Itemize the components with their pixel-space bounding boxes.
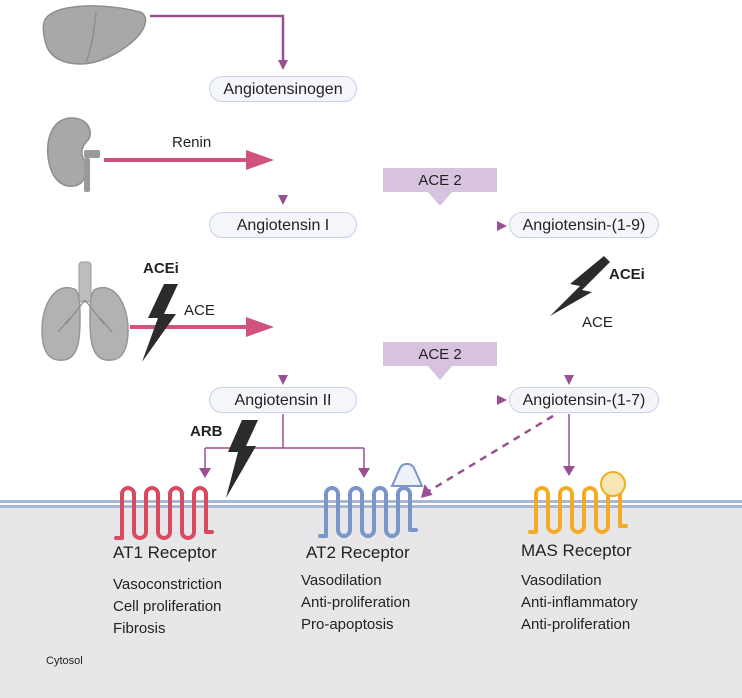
effect-item: Pro-apoptosis	[301, 616, 394, 633]
at1-receptor-icon	[114, 486, 214, 540]
effect-item: Vasodilation	[301, 572, 382, 589]
lightning-bolt-icon	[226, 420, 258, 498]
mas-receptor-icon	[528, 486, 628, 534]
liver-to-angiotensinogen-arrow	[150, 14, 288, 70]
lungs-icon	[41, 261, 129, 361]
acei-lung-label: ACEi	[143, 260, 179, 277]
angiotensin1-7-node: Angiotensin-(1-7)	[509, 387, 659, 413]
lightning-bolt-icon	[142, 284, 178, 362]
angiotensin1-7-to-at2-dashed-arrow	[423, 414, 554, 496]
at2-branch-arrowhead	[358, 468, 370, 478]
ace2-top-label: ACE 2	[418, 172, 462, 189]
ace-lung-label: ACE	[184, 302, 215, 319]
acei-right-label: ACEi	[609, 266, 645, 283]
lightning-bolt-icon	[550, 256, 610, 316]
mas-ligand-icon	[600, 471, 626, 497]
at1-branch-arrowhead	[199, 468, 211, 478]
angiotensin2-node: Angiotensin II	[209, 387, 357, 413]
ace2-bottom-box	[383, 342, 497, 380]
effect-item: Cell proliferation	[113, 598, 222, 615]
at2-receptor-label: AT2 Receptor	[306, 543, 410, 562]
effect-item: Vasoconstriction	[113, 576, 222, 593]
mas-branch-arrowhead	[563, 466, 575, 476]
ace-lung-arrow	[130, 317, 274, 337]
at1-receptor-label: AT1 Receptor	[113, 543, 217, 562]
angiotensinogen-node: Angiotensinogen	[209, 76, 357, 102]
ace2-top-box	[383, 168, 497, 206]
effect-item: Anti-proliferation	[521, 616, 631, 633]
effect-item: Anti-proliferation	[301, 594, 411, 611]
effect-item: Vasodilation	[521, 572, 602, 589]
angiotensin1-node: Angiotensin I	[209, 212, 357, 238]
at1-effects: Vasoconstriction Cell proliferation Fibr…	[113, 574, 222, 640]
ace2-bottom-label: ACE 2	[418, 346, 462, 363]
mas-effects: Vasodilation Anti-inflammatory Anti-prol…	[521, 570, 638, 636]
renin-arrow	[104, 150, 274, 170]
mas-receptor-label: MAS Receptor	[521, 541, 632, 560]
angiotensin1-9-node: Angiotensin-(1-9)	[509, 212, 659, 238]
at2-ligand-icon	[390, 462, 424, 487]
arb-label: ARB	[190, 423, 223, 440]
liver-icon	[42, 5, 147, 65]
cytosol-label: Cytosol	[46, 655, 83, 667]
effect-item: Anti-inflammatory	[521, 594, 638, 611]
renin-label: Renin	[172, 134, 212, 151]
dashed-arrowhead	[420, 484, 433, 498]
kidney-icon	[46, 117, 100, 192]
angiotensin2-branches	[204, 414, 365, 472]
at2-effects: Vasodilation Anti-proliferation Pro-apop…	[301, 570, 410, 636]
cell-membrane	[0, 500, 742, 508]
at2-receptor-icon	[318, 486, 418, 538]
effect-item: Fibrosis	[113, 620, 166, 637]
ace-right-label: ACE	[582, 314, 613, 331]
